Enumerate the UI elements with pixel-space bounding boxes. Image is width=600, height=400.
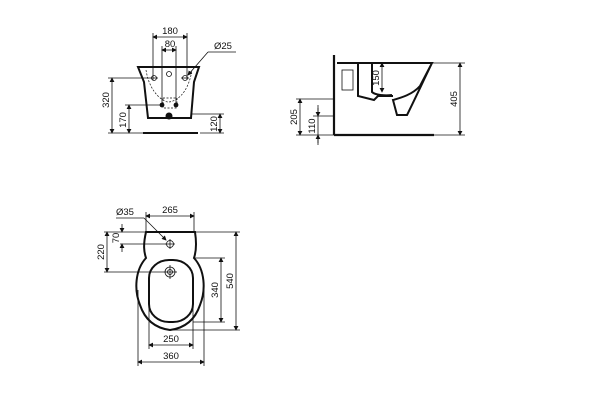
outlet-icon xyxy=(165,112,173,120)
dim-360: 360 xyxy=(163,351,179,362)
side-view: 150 405 205 110 xyxy=(289,55,465,145)
top-view: Ø35 265 70 220 340 540 250 360 xyxy=(96,205,240,366)
dim-120: 120 xyxy=(209,116,220,132)
dim-110: 110 xyxy=(307,118,318,133)
dim-diameter-35: Ø35 xyxy=(116,207,134,218)
dim-170: 170 xyxy=(118,112,129,128)
dim-220: 220 xyxy=(96,244,107,260)
dim-540: 540 xyxy=(225,273,236,289)
dim-180: 180 xyxy=(162,26,178,37)
dim-250: 250 xyxy=(163,334,179,345)
dim-70: 70 xyxy=(111,233,122,244)
dim-265: 265 xyxy=(162,205,178,216)
front-view: 180 80 Ø25 320 170 120 xyxy=(101,26,236,134)
dim-80: 80 xyxy=(165,39,176,50)
side-body-outline xyxy=(337,62,434,116)
dim-320: 320 xyxy=(101,92,112,108)
dim-diameter-25: Ø25 xyxy=(214,41,232,52)
dim-205: 205 xyxy=(289,109,300,125)
dim-150: 150 xyxy=(371,70,382,86)
front-body-outline xyxy=(136,66,201,119)
dim-405: 405 xyxy=(449,91,460,107)
dim-340: 340 xyxy=(210,282,221,298)
tap-hole-icon xyxy=(166,71,172,77)
top-bowl-outline xyxy=(148,259,194,323)
